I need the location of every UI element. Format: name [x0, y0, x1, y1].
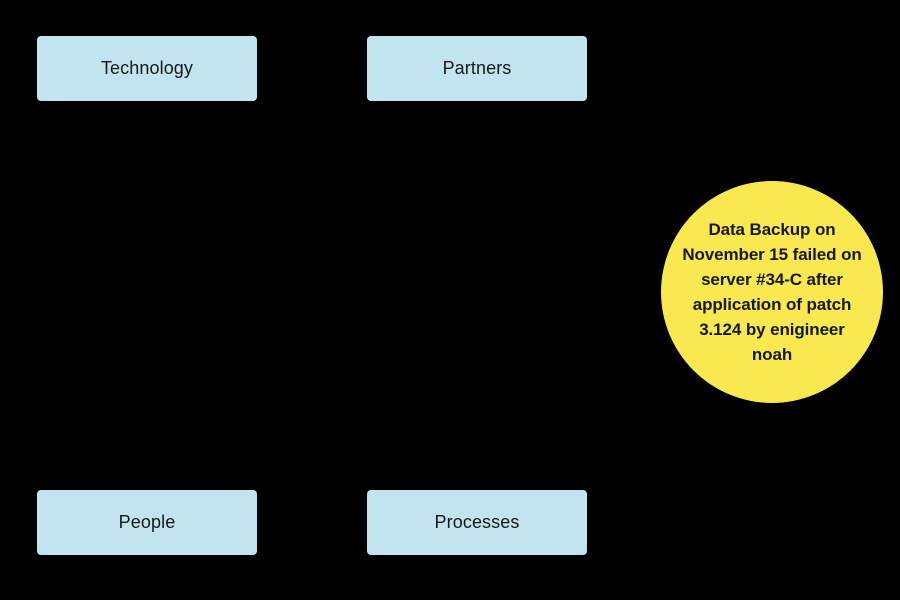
- incident-note-text: Data Backup on November 15 failed on ser…: [682, 220, 862, 364]
- node-processes-label: Processes: [434, 511, 520, 532]
- node-people-label: People: [118, 511, 176, 532]
- incident-note-circle[interactable]: Data Backup on November 15 failed on ser…: [661, 181, 883, 403]
- node-technology-label: Technology: [100, 57, 194, 78]
- node-partners-label: Partners: [442, 57, 512, 78]
- node-partners[interactable]: Partners: [367, 36, 587, 101]
- node-people[interactable]: People: [37, 490, 257, 555]
- node-processes[interactable]: Processes: [367, 490, 587, 555]
- node-technology[interactable]: Technology: [37, 36, 257, 101]
